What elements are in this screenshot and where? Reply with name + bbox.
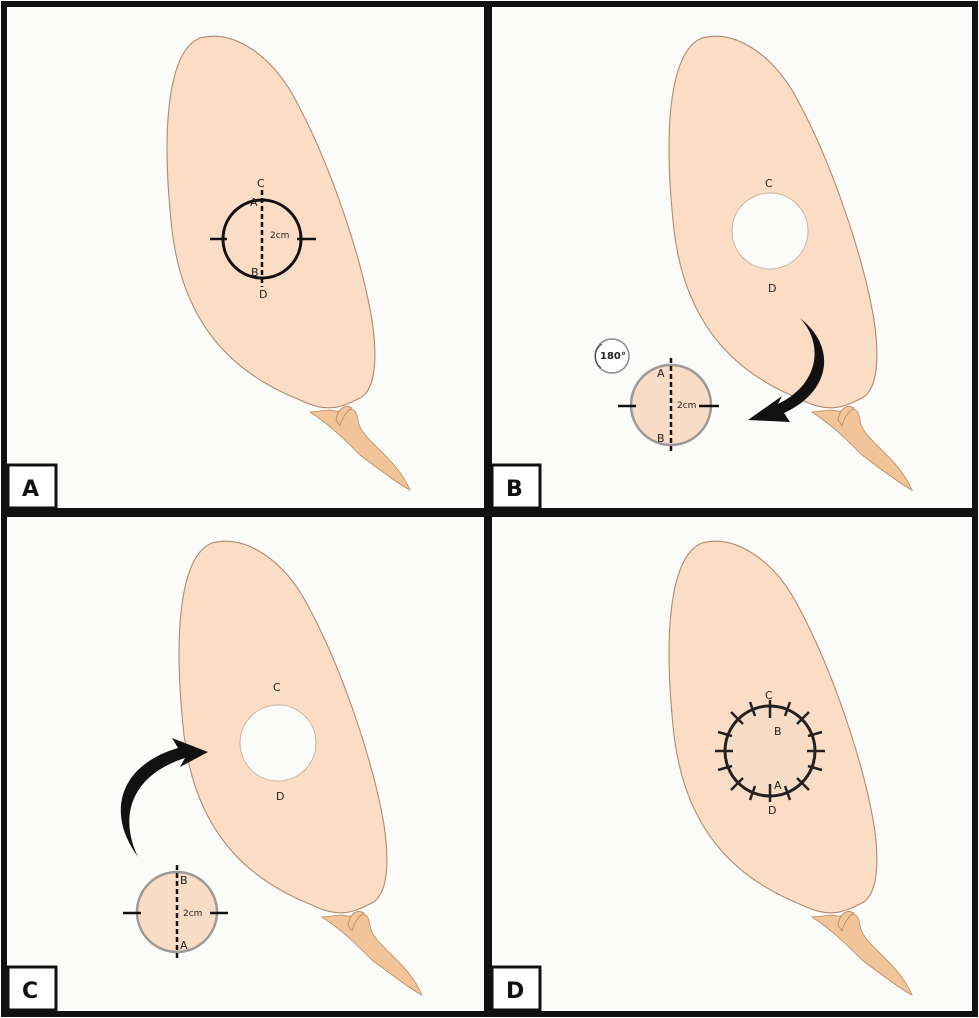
label-c: C xyxy=(765,177,773,190)
label-a: A xyxy=(250,196,258,209)
label-c: C xyxy=(765,689,773,702)
panel-a: C A B D 2cm A xyxy=(8,8,483,508)
panel-letter-box: A xyxy=(8,465,56,508)
panel-letter-box: D xyxy=(492,967,540,1010)
diameter-label: 2cm xyxy=(183,909,202,919)
panel-letter-box: B xyxy=(492,465,540,508)
defect-hole xyxy=(240,705,316,781)
panel-letter: D xyxy=(506,979,524,1004)
graft-label-b: B xyxy=(180,874,188,887)
label-d: D xyxy=(259,288,267,301)
panel-d: C B A D D xyxy=(492,517,971,1010)
graft-label-b: B xyxy=(657,432,665,445)
label-b: B xyxy=(251,266,259,279)
rotation-icon: 180° xyxy=(595,339,629,373)
graft-label-a: A xyxy=(657,367,665,380)
panel-letter: A xyxy=(22,477,39,502)
label-a: A xyxy=(774,779,782,792)
label-c: C xyxy=(273,681,281,694)
label-b: B xyxy=(774,725,782,738)
diameter-label: 2cm xyxy=(677,401,696,411)
rotation-label: 180° xyxy=(600,351,626,362)
panel-letter: C xyxy=(22,979,38,1004)
label-d: D xyxy=(276,790,284,803)
panel-letter: B xyxy=(506,477,523,502)
panel-c: C D B A 2cm C xyxy=(8,517,483,1010)
panel-letter-box: C xyxy=(8,967,56,1010)
label-d: D xyxy=(768,804,776,817)
label-c: C xyxy=(257,177,265,190)
defect-hole xyxy=(732,193,808,269)
label-d: D xyxy=(768,282,776,295)
panel-b: C D 180° A B 2cm B xyxy=(492,8,971,508)
diameter-label: 2cm xyxy=(270,231,289,241)
graft-label-a: A xyxy=(180,939,188,952)
